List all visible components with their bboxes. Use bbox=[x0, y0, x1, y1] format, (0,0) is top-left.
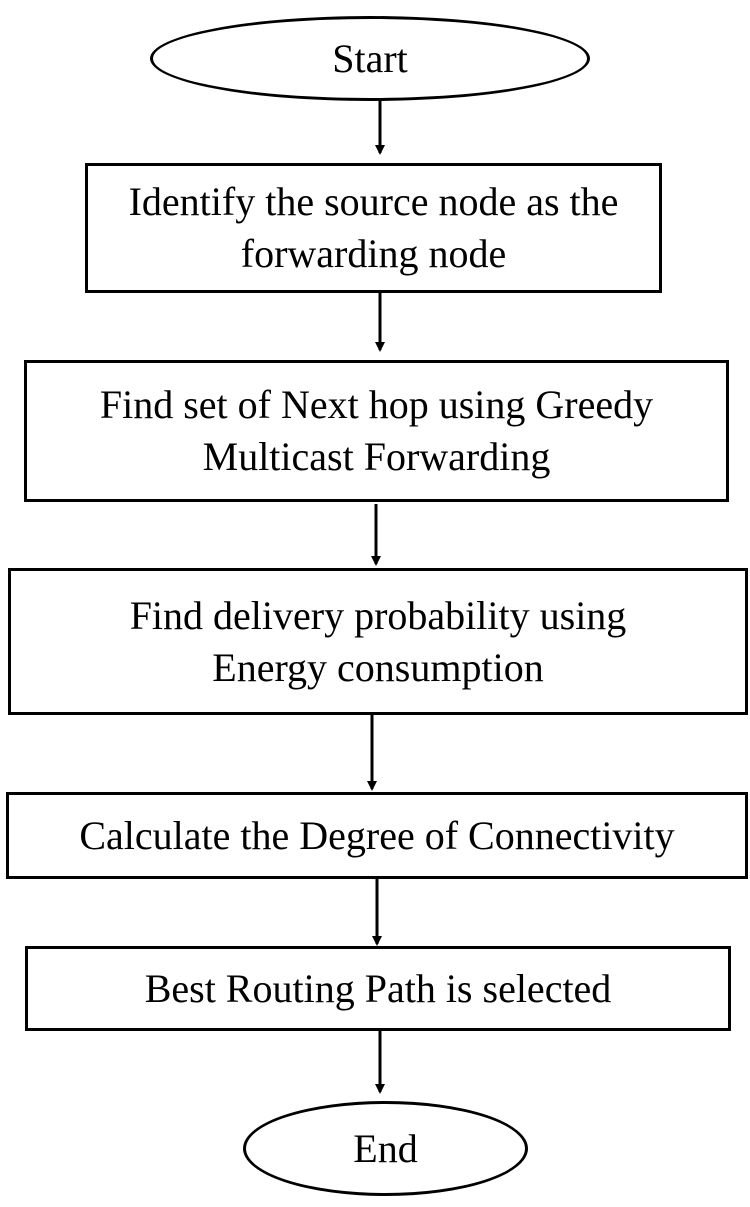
end-terminal: End bbox=[243, 1101, 528, 1196]
step-best-routing-path-selected: Best Routing Path is selected bbox=[25, 946, 731, 1031]
step-4-label: Calculate the Degree of Connectivity bbox=[79, 812, 675, 858]
start-label: Start bbox=[332, 35, 408, 81]
step-2-label: Find set of Next hop using Greedy Multic… bbox=[99, 382, 654, 479]
end-label: End bbox=[353, 1125, 418, 1171]
step-5-label: Best Routing Path is selected bbox=[144, 965, 612, 1011]
step-find-next-hop: Find set of Next hop using Greedy Multic… bbox=[24, 360, 729, 502]
step-3-label: Find delivery probability using Energy c… bbox=[129, 592, 627, 690]
step-calculate-degree-of-connectivity: Calculate the Degree of Connectivity bbox=[6, 792, 748, 879]
step-identify-source-node: Identify the source node as the forwardi… bbox=[85, 163, 662, 293]
step-1-label: Identify the source node as the forwardi… bbox=[128, 179, 619, 276]
start-terminal: Start bbox=[150, 16, 590, 101]
step-find-delivery-probability: Find delivery probability using Energy c… bbox=[8, 568, 748, 715]
